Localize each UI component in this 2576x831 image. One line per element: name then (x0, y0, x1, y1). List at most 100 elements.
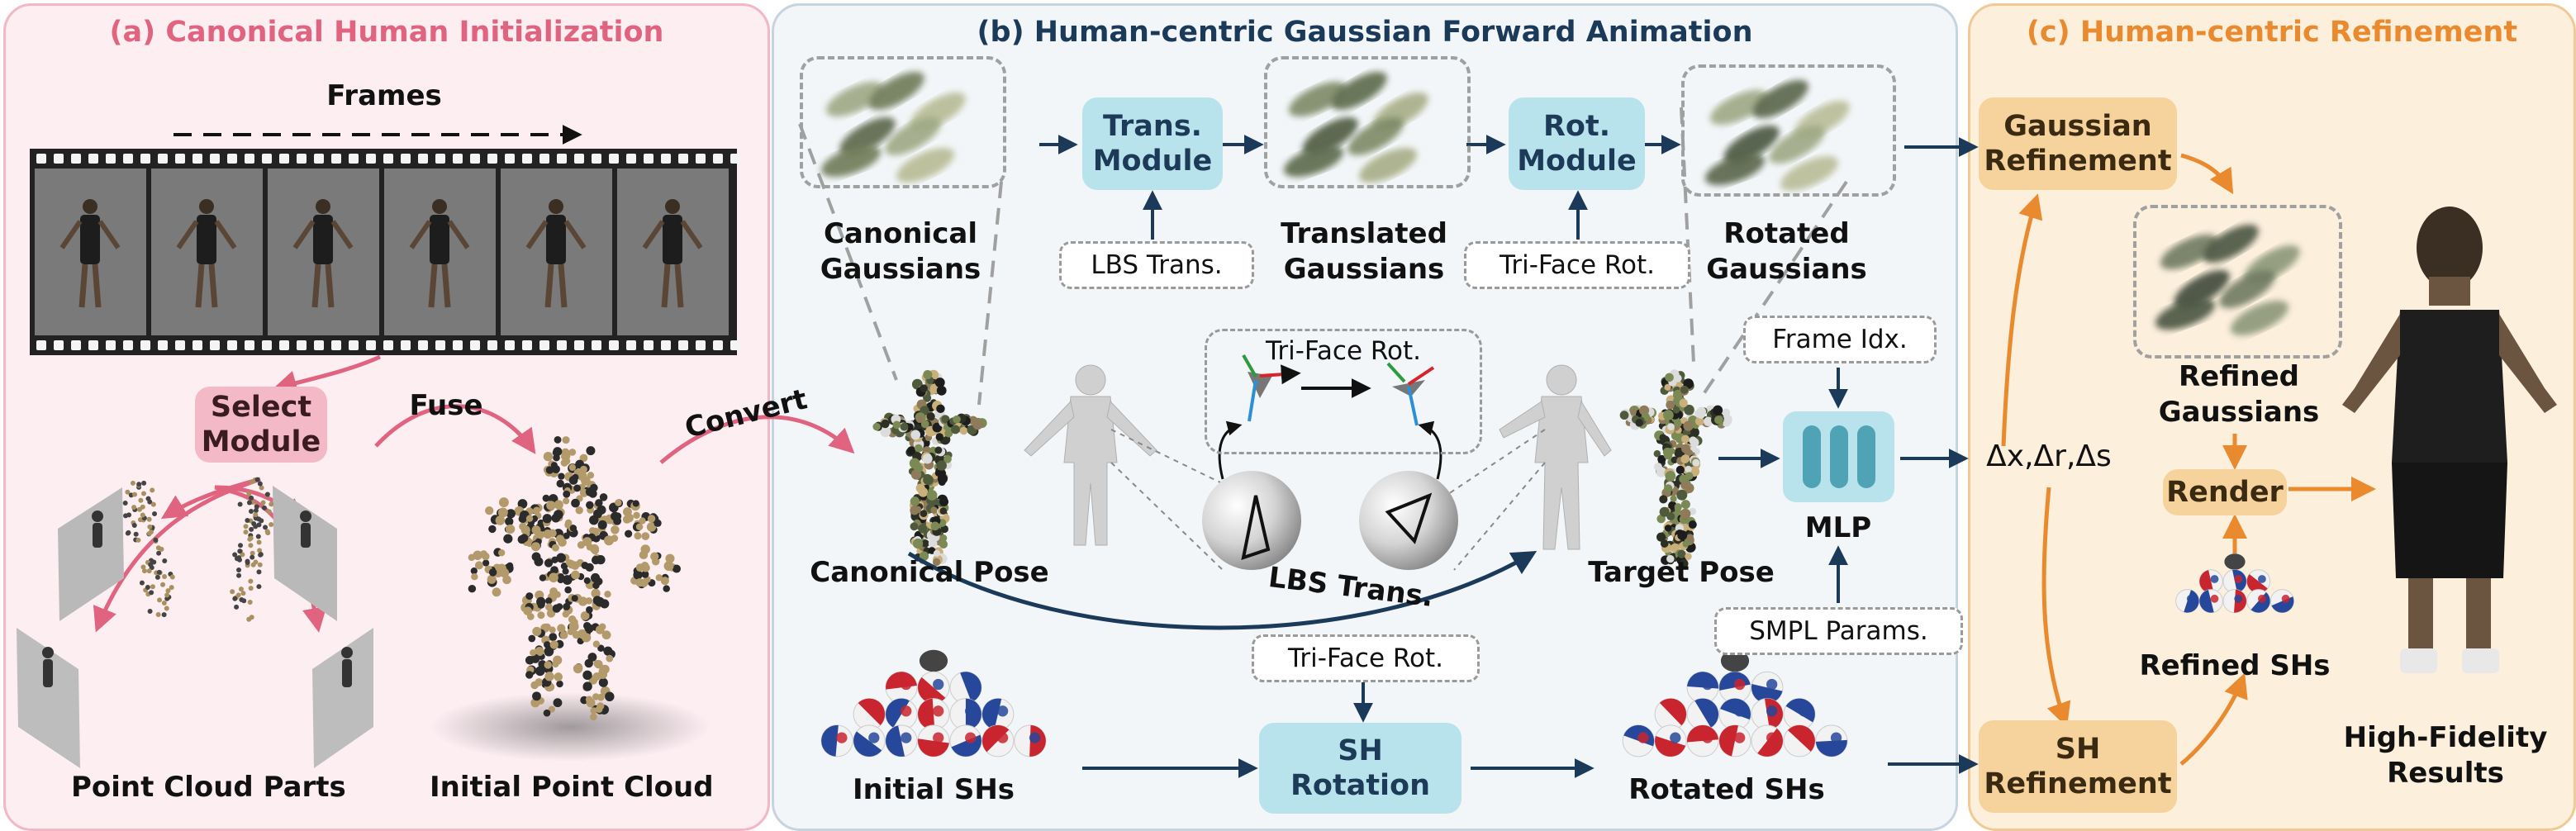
sprocket (227, 154, 237, 164)
sprocket (730, 340, 740, 350)
sprocket (626, 154, 636, 164)
point (569, 525, 577, 532)
frame-figure-arm (214, 220, 237, 249)
point (530, 653, 540, 663)
gaussian-point (1681, 454, 1690, 463)
point (654, 519, 662, 527)
point (230, 589, 235, 595)
sh-lobe (821, 724, 839, 757)
sh-lobe (901, 732, 912, 743)
gaussian-point (1672, 406, 1680, 414)
sprocket (592, 154, 601, 164)
sprocket (88, 154, 98, 164)
sh-lobe (886, 698, 910, 728)
sprocket (88, 340, 98, 350)
gaussian-point (1685, 553, 1692, 560)
sprocket (453, 340, 463, 350)
point (257, 562, 263, 567)
gaussian-point (1680, 386, 1689, 394)
sh-lobe (2234, 594, 2243, 603)
point (248, 543, 254, 548)
frame-figure-leg (208, 264, 218, 308)
point (590, 483, 598, 492)
sh-lobe (868, 732, 880, 743)
gaussian-point (1713, 405, 1723, 416)
point (586, 446, 596, 456)
point (568, 449, 577, 456)
point (586, 698, 596, 708)
frame-idx-input: Frame Idx. (1743, 316, 1937, 363)
gaussian-point (919, 551, 929, 561)
frame-figure-body (663, 215, 682, 264)
sprocket (140, 340, 150, 350)
point (549, 633, 558, 642)
point (497, 507, 508, 518)
gaussian-ellipse (1331, 71, 1387, 111)
frame-figure-leg (428, 264, 438, 308)
point (556, 553, 566, 563)
point (539, 574, 547, 582)
gaussian-point (1675, 465, 1685, 474)
gaussian-point (920, 510, 928, 518)
gaussian-point (943, 454, 952, 463)
gaussian-ellipse (1283, 145, 1344, 178)
point (558, 538, 567, 547)
point (595, 705, 603, 714)
point (587, 472, 595, 479)
point (240, 591, 246, 596)
sh-lobe (2210, 594, 2219, 603)
sprocket (36, 340, 46, 350)
gaussian-ellipse (1704, 153, 1766, 186)
gaussian-point (1684, 482, 1694, 494)
point (583, 577, 591, 584)
canonical-gaussians-cluster (820, 71, 966, 183)
point (234, 604, 240, 610)
point (585, 597, 593, 605)
gaussian-point (1664, 525, 1672, 532)
sprocket (279, 340, 289, 350)
gaussian-ellipse (1347, 116, 1404, 156)
translated-gaussians-label: Translated Gaussians (1281, 217, 1447, 286)
point (256, 539, 262, 545)
gaussian-ellipse (896, 147, 955, 183)
rotated-gaussians-frame (1681, 64, 1896, 197)
point (150, 584, 155, 590)
point (246, 491, 252, 496)
point (164, 605, 169, 611)
sh-lobe (2199, 590, 2214, 613)
gaussian-point (1675, 508, 1682, 515)
point (138, 497, 144, 503)
gaussian-point (972, 419, 983, 430)
point (614, 512, 622, 520)
point (264, 491, 270, 497)
point (633, 511, 640, 520)
gaussian-point (935, 433, 943, 441)
point (470, 567, 478, 575)
point (159, 546, 164, 552)
sprocket (644, 340, 654, 350)
rotated-gaussians-cluster (1704, 79, 1850, 192)
gaussian-point (1688, 520, 1697, 529)
point (161, 601, 167, 606)
gaussian-ellipse (1288, 81, 1347, 117)
point (557, 573, 565, 581)
point (663, 585, 670, 592)
point (247, 600, 253, 605)
point (519, 522, 527, 531)
point (266, 509, 272, 515)
point (131, 522, 137, 528)
gaussian-point (1666, 512, 1675, 521)
gaussian-ellipse (2203, 224, 2259, 264)
point (563, 497, 570, 505)
sprocket (106, 154, 116, 164)
gaussian-point (944, 429, 953, 438)
triface-rot-input: Tri-Face Rot. (1464, 241, 1690, 289)
point (132, 491, 138, 497)
point (157, 597, 163, 603)
point (592, 693, 600, 700)
point (562, 567, 569, 575)
gaussian-point (939, 534, 948, 542)
panel-canonical-init: (a) Canonical Human Initialization (3, 3, 770, 831)
gaussian-point (892, 420, 901, 430)
point (592, 672, 601, 681)
